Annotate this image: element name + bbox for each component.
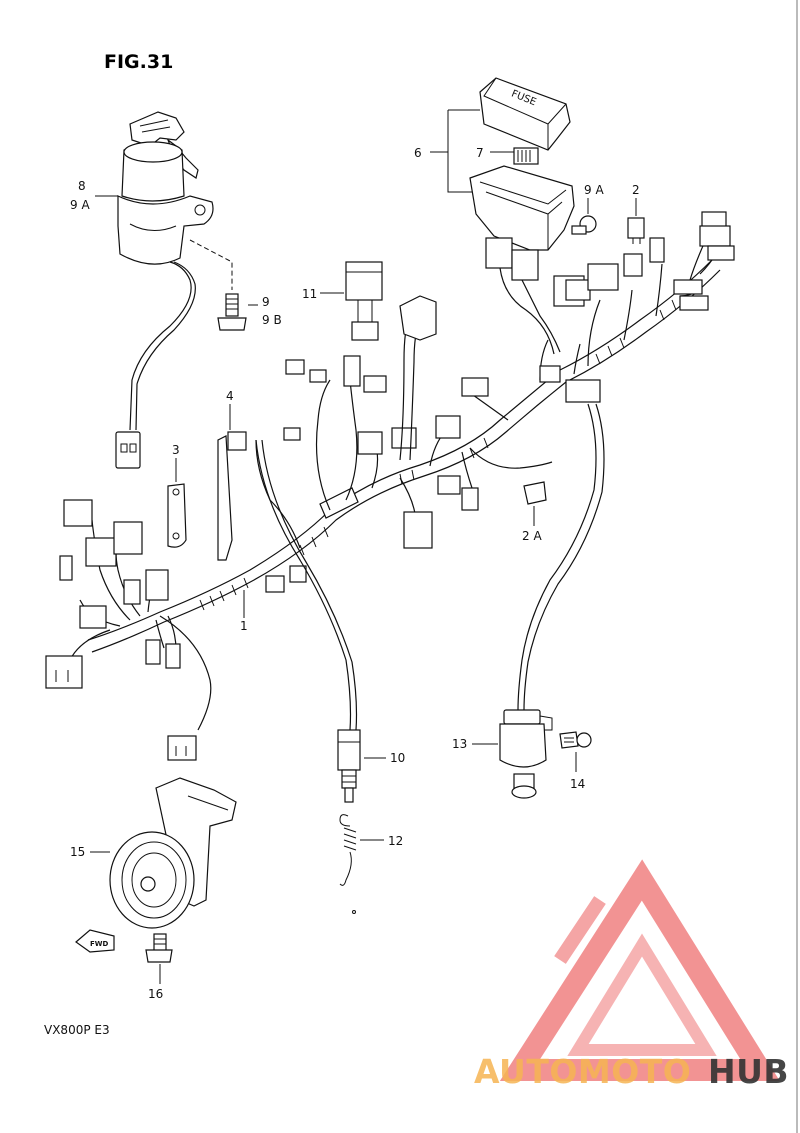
clamp-3 — [167, 483, 187, 548]
callout-12: 13 — [452, 737, 467, 751]
screw-9 — [217, 293, 247, 331]
callout-6: 7 — [476, 146, 484, 160]
figure-title: FIG.31 — [104, 51, 173, 73]
callout-2: 2 — [632, 183, 640, 197]
callout-7: 9 A — [584, 183, 604, 197]
screw-7 — [571, 215, 597, 235]
relay-2 — [627, 217, 645, 244]
relay-14 — [345, 261, 383, 341]
switch-10 — [255, 439, 361, 803]
ignition-switch — [115, 111, 233, 469]
callout-15: 15 — [70, 845, 85, 859]
switch-12 — [499, 709, 553, 799]
callout-4: 4 — [226, 389, 234, 403]
band-4 — [217, 431, 247, 561]
screw-13 — [559, 731, 592, 749]
bolt-16 — [145, 933, 173, 963]
callout-3: 3 — [172, 443, 180, 457]
callout-9: 9 — [262, 295, 270, 309]
callout-13: 14 — [570, 777, 585, 791]
fwd-label: FWD — [90, 940, 109, 948]
callout-10: 10 — [390, 751, 405, 765]
callout-14: 11 — [302, 287, 317, 301]
watermark-text-a: AUTOMOTO — [474, 1052, 691, 1091]
horn-15 — [109, 777, 237, 929]
callout-8: 8 — [78, 179, 86, 193]
callout-9b: 9 B — [262, 313, 282, 327]
callout-2a: 2 A — [522, 529, 542, 543]
main-wiring-harness — [45, 211, 735, 761]
callout-1: 1 — [240, 619, 248, 633]
spring-11 — [339, 814, 357, 914]
callout-9a: 9 A — [70, 198, 90, 212]
model-code: VX800P E3 — [44, 1023, 110, 1037]
fuse-box: FUSE — [469, 77, 575, 355]
watermark-text-b: HUB — [708, 1052, 789, 1091]
callout-16: 16 — [148, 987, 163, 1001]
automotohub-logo: AUTOMOTO HUB — [474, 859, 789, 1091]
fwd-arrow-icon: FWD — [75, 929, 115, 953]
callout-5: 6 — [414, 146, 422, 160]
callout-11: 12 — [388, 834, 403, 848]
